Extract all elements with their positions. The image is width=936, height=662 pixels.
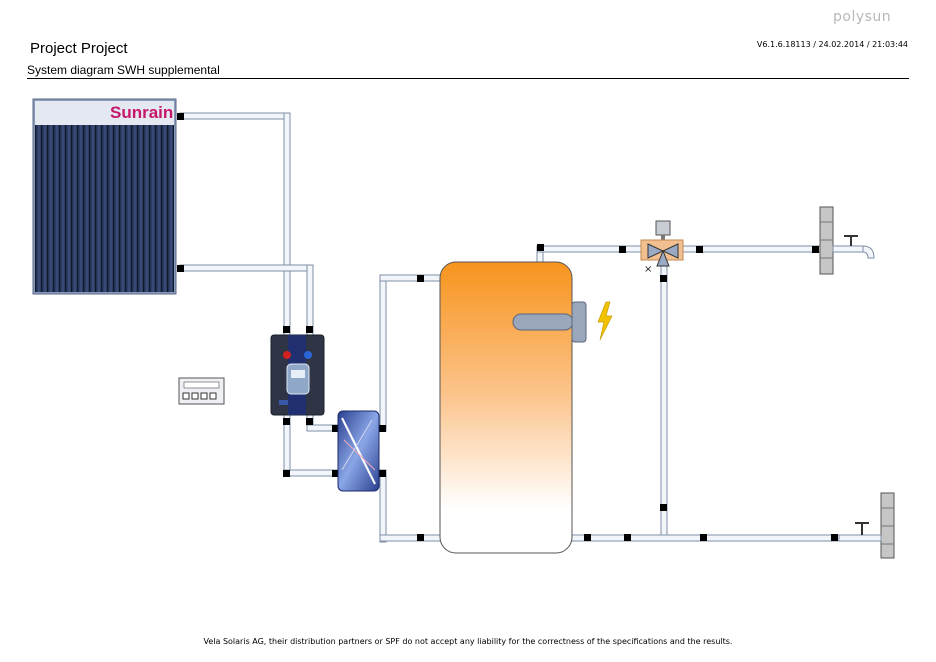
version-info: V6.1.6.18113 / 24.02.2014 / 21:03:44: [756, 40, 908, 49]
electric-heater-icon: [512, 301, 587, 343]
pipe-connectors: [177, 113, 838, 541]
solar-collector-icon: Sunrain: [32, 98, 177, 295]
pipe-hx-tank-bottom-v: [379, 469, 387, 543]
pipe-collector-bottom-h: [179, 264, 314, 272]
page-subtitle: System diagram SWH supplemental: [27, 63, 220, 77]
svg-text:×: ×: [644, 264, 652, 275]
pipe-hx-tank-top-h: [379, 274, 443, 282]
cold-water-inlet-icon: [838, 492, 895, 559]
disclaimer: Vela Solaris AG, their distribution part…: [203, 637, 733, 646]
pipe-collector-top-h: [179, 112, 291, 120]
collector-brand: Sunrain: [110, 103, 173, 122]
page-title: Project Project: [30, 40, 128, 57]
hot-water-tap-icon: [819, 206, 875, 275]
pump-station-icon: [270, 334, 325, 416]
pipe-collector-top-v: [283, 112, 291, 336]
header-divider: [27, 78, 909, 79]
storage-tank-icon: [439, 261, 573, 554]
pipe-hx-tank-bottom-h: [379, 534, 443, 542]
brand-logo: polysun: [833, 9, 892, 25]
mixing-valve-icon: ×: [640, 220, 684, 275]
heat-exchanger-icon: [337, 410, 380, 492]
lightning-icon: [597, 301, 613, 341]
pipe-hx-tank-top-v: [379, 274, 387, 432]
pipe-collector-bottom-v: [306, 264, 314, 336]
controller-icon: [178, 377, 225, 405]
pipe-valve-cold-v: [660, 257, 668, 541]
